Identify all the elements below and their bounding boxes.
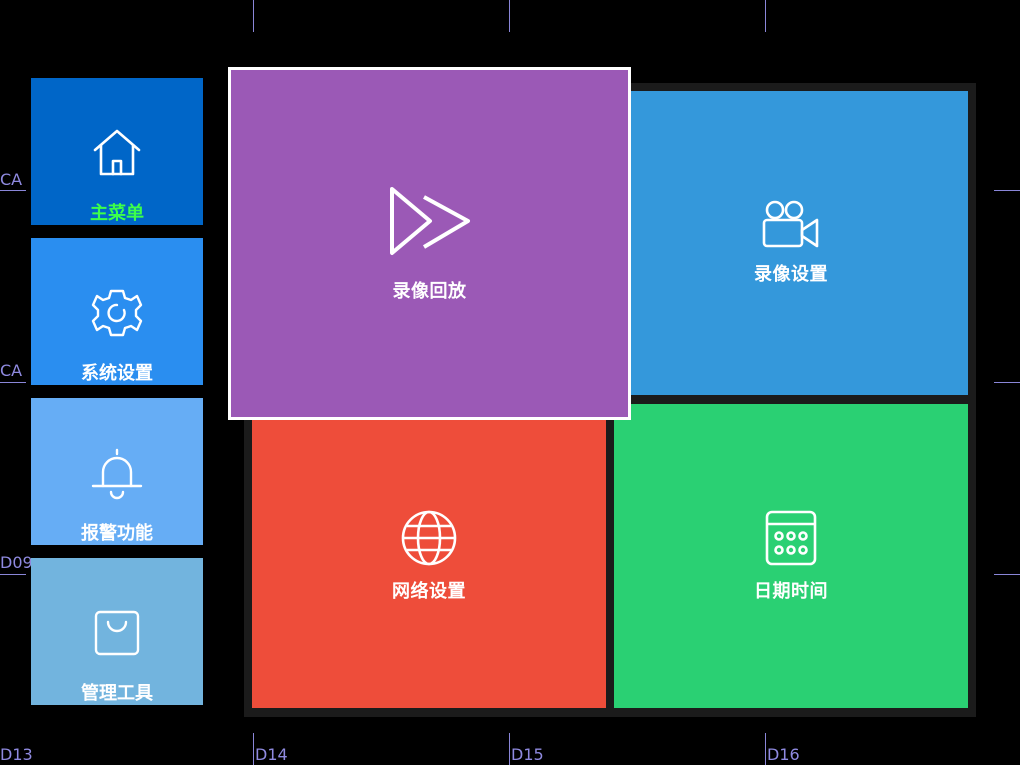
- grid-line: [994, 382, 1020, 383]
- grid-line: [994, 574, 1020, 575]
- video-camera-icon: [762, 200, 819, 248]
- grid-line: [994, 190, 1020, 191]
- channel-label: D09: [0, 553, 33, 572]
- tile-playback[interactable]: 录像回放: [228, 67, 631, 420]
- tile-label: 网络设置: [392, 581, 466, 602]
- tile-date-time[interactable]: 日期时间: [614, 404, 968, 708]
- sidebar-item-system-settings[interactable]: 系统设置: [31, 238, 203, 385]
- bag-icon: [94, 610, 140, 656]
- channel-label: D15: [511, 745, 544, 764]
- grid-line: [765, 733, 766, 765]
- tile-label: 录像设置: [754, 264, 828, 285]
- channel-label: D13: [0, 745, 33, 764]
- calendar-icon: [765, 510, 817, 566]
- grid-line: [509, 733, 510, 765]
- sidebar-item-label: 主菜单: [90, 203, 144, 224]
- sidebar-item-management-tools[interactable]: 管理工具: [31, 558, 203, 705]
- grid-line: [253, 0, 254, 32]
- tile-label: 日期时间: [754, 581, 828, 602]
- grid-line: [0, 382, 26, 383]
- channel-label: CA: [0, 170, 23, 189]
- fast-forward-icon: [389, 186, 470, 255]
- sidebar-item-alarm[interactable]: 报警功能: [31, 398, 203, 545]
- grid-line: [0, 190, 26, 191]
- channel-label: D16: [767, 745, 800, 764]
- tile-label: 录像回放: [392, 280, 467, 302]
- globe-icon: [401, 510, 457, 566]
- grid-line: [509, 0, 510, 32]
- grid-line: [765, 0, 766, 32]
- bell-icon: [91, 448, 143, 500]
- tile-record-settings[interactable]: 录像设置: [614, 91, 968, 395]
- sidebar-item-label: 管理工具: [81, 683, 153, 704]
- home-icon: [93, 129, 141, 176]
- sidebar-item-main-menu[interactable]: 主菜单: [31, 78, 203, 225]
- sidebar-item-label: 系统设置: [81, 363, 153, 384]
- grid-line: [0, 574, 26, 575]
- tile-network-settings[interactable]: 网络设置: [252, 404, 606, 708]
- grid-line: [253, 733, 254, 765]
- channel-label: D14: [255, 745, 288, 764]
- channel-label: CA: [0, 361, 23, 380]
- gear-icon: [91, 289, 143, 337]
- sidebar-item-label: 报警功能: [81, 523, 153, 544]
